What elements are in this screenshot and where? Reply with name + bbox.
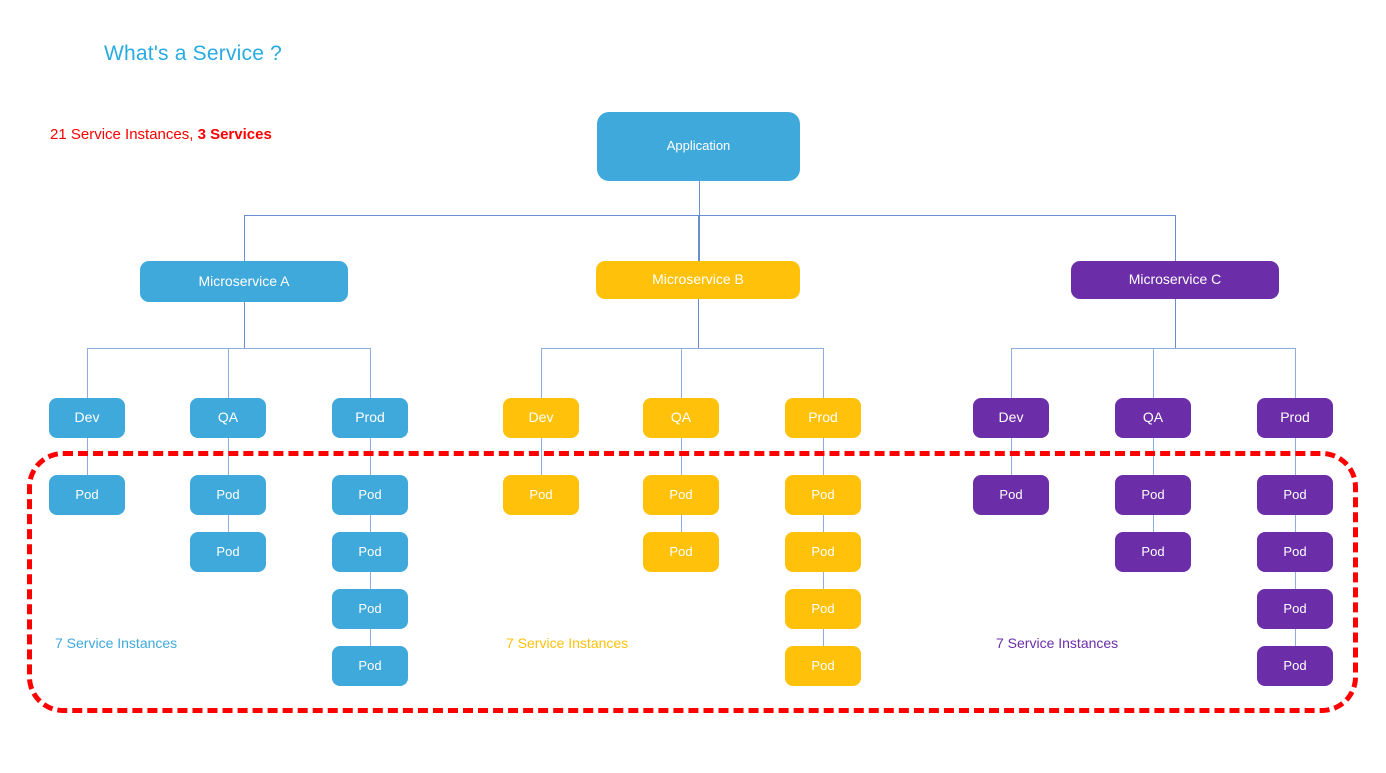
microservice-b-prod-pod[interactable]: Pod <box>785 646 861 686</box>
microservice-b-dev-pod[interactable]: Pod <box>503 475 579 515</box>
connector-microservice-a-prod-pod-3 <box>370 572 371 589</box>
connector-application-bus <box>244 215 1175 216</box>
connector-microservice-b-to-qa <box>681 348 682 398</box>
microservice-a-env-prod[interactable]: Prod <box>332 398 408 438</box>
connector-microservice-c-qa-pod-2 <box>1153 515 1154 532</box>
connector-microservice-b-dev-pod-1 <box>541 438 542 475</box>
microservice-b-prod-pod[interactable]: Pod <box>785 532 861 572</box>
microservice-c-qa-pod[interactable]: Pod <box>1115 532 1191 572</box>
connector-microservice-a-to-dev <box>87 348 88 398</box>
microservice-c-prod-pod[interactable]: Pod <box>1257 475 1333 515</box>
connector-microservice-c-dev-pod-1 <box>1011 438 1012 475</box>
total-instances-label: 21 Service Instances, 3 Services <box>50 126 272 143</box>
connector-microservice-a-to-prod <box>370 348 371 398</box>
microservice-c-node[interactable]: Microservice C <box>1071 261 1279 299</box>
connector-microservice-b-trunk <box>698 299 699 348</box>
connector-microservice-b-env-bus <box>541 348 823 349</box>
microservice-b-prod-pod[interactable]: Pod <box>785 475 861 515</box>
connector-microservice-a-prod-pod-4 <box>370 629 371 646</box>
connector-microservice-b-to-prod <box>823 348 824 398</box>
connector-application-to-microservice-b <box>698 215 699 261</box>
microservice-b-env-qa[interactable]: QA <box>643 398 719 438</box>
microservice-b-qa-pod[interactable]: Pod <box>643 532 719 572</box>
connector-microservice-a-trunk <box>244 302 245 348</box>
microservice-a-instances-label: 7 Service Instances <box>55 635 178 651</box>
microservice-c-prod-pod[interactable]: Pod <box>1257 646 1333 686</box>
microservice-b-instances-label: 7 Service Instances <box>506 635 629 651</box>
connector-application-trunk <box>699 181 700 261</box>
microservice-c-env-dev[interactable]: Dev <box>973 398 1049 438</box>
page-title: What's a Service ? <box>104 42 283 65</box>
connector-microservice-c-to-qa <box>1153 348 1154 398</box>
microservice-a-node[interactable]: Microservice A <box>140 261 348 302</box>
microservice-c-qa-pod[interactable]: Pod <box>1115 475 1191 515</box>
connector-microservice-b-prod-pod-1 <box>823 438 824 475</box>
microservice-b-env-prod[interactable]: Prod <box>785 398 861 438</box>
connector-application-to-microservice-a <box>244 215 245 261</box>
microservice-a-prod-pod[interactable]: Pod <box>332 646 408 686</box>
microservice-b-qa-pod[interactable]: Pod <box>643 475 719 515</box>
connector-microservice-b-prod-pod-2 <box>823 515 824 532</box>
total-services-count: 3 Services <box>197 126 272 143</box>
application-node[interactable]: Application <box>597 112 800 181</box>
microservice-c-dev-pod[interactable]: Pod <box>973 475 1049 515</box>
microservice-a-qa-pod[interactable]: Pod <box>190 475 266 515</box>
microservice-c-instances-label: 7 Service Instances <box>996 635 1119 651</box>
microservice-a-env-qa[interactable]: QA <box>190 398 266 438</box>
connector-microservice-a-dev-pod-1 <box>87 438 88 475</box>
connector-microservice-a-qa-pod-2 <box>228 515 229 532</box>
connector-microservice-a-qa-pod-1 <box>228 438 229 475</box>
connector-microservice-c-prod-pod-4 <box>1295 629 1296 646</box>
microservice-a-qa-pod[interactable]: Pod <box>190 532 266 572</box>
connector-microservice-a-prod-pod-2 <box>370 515 371 532</box>
microservice-b-node[interactable]: Microservice B <box>596 261 800 299</box>
microservice-c-prod-pod[interactable]: Pod <box>1257 589 1333 629</box>
microservice-a-prod-pod[interactable]: Pod <box>332 532 408 572</box>
connector-microservice-a-to-qa <box>228 348 229 398</box>
connector-microservice-c-qa-pod-1 <box>1153 438 1154 475</box>
connector-microservice-c-prod-pod-3 <box>1295 572 1296 589</box>
connector-microservice-c-prod-pod-2 <box>1295 515 1296 532</box>
connector-microservice-b-qa-pod-1 <box>681 438 682 475</box>
connector-application-to-microservice-c <box>1175 215 1176 261</box>
connector-microservice-b-to-dev <box>541 348 542 398</box>
microservice-c-env-prod[interactable]: Prod <box>1257 398 1333 438</box>
connector-microservice-a-prod-pod-1 <box>370 438 371 475</box>
microservice-a-dev-pod[interactable]: Pod <box>49 475 125 515</box>
connector-microservice-c-to-prod <box>1295 348 1296 398</box>
connector-microservice-c-to-dev <box>1011 348 1012 398</box>
microservice-c-env-qa[interactable]: QA <box>1115 398 1191 438</box>
microservice-a-prod-pod[interactable]: Pod <box>332 589 408 629</box>
microservice-a-env-dev[interactable]: Dev <box>49 398 125 438</box>
connector-microservice-c-trunk <box>1175 299 1176 348</box>
connector-microservice-c-prod-pod-1 <box>1295 438 1296 475</box>
microservice-b-env-dev[interactable]: Dev <box>503 398 579 438</box>
connector-microservice-b-prod-pod-4 <box>823 629 824 646</box>
microservice-c-prod-pod[interactable]: Pod <box>1257 532 1333 572</box>
connector-microservice-b-prod-pod-3 <box>823 572 824 589</box>
microservice-b-prod-pod[interactable]: Pod <box>785 589 861 629</box>
total-instances-count: 21 Service Instances, <box>50 126 198 143</box>
microservice-a-prod-pod[interactable]: Pod <box>332 475 408 515</box>
connector-microservice-b-qa-pod-2 <box>681 515 682 532</box>
